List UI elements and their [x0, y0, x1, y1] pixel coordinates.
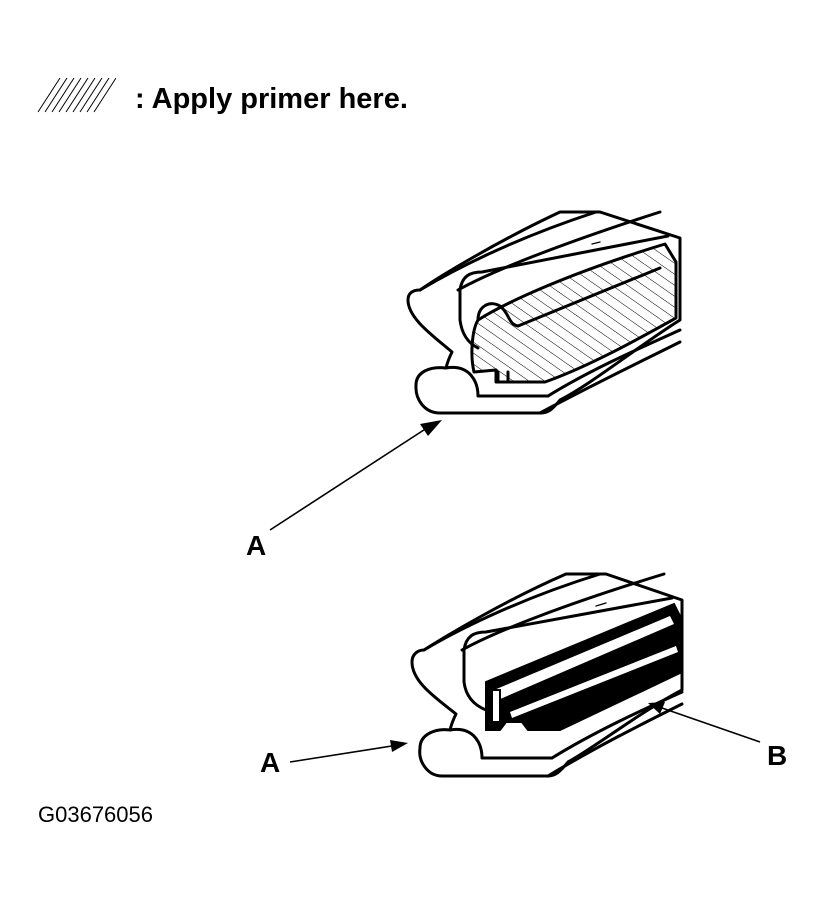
figure-id: G03676056: [38, 802, 153, 827]
lower-callout-b: B: [648, 702, 787, 771]
lower-b-leader-line: [661, 707, 761, 743]
lower-callout-a: A: [260, 740, 408, 778]
hatch-swatch-icon: [37, 77, 116, 113]
upper-primer-area: [470, 242, 678, 384]
upper-label-a: A: [246, 530, 266, 561]
lower-a-arrowhead: [390, 740, 408, 752]
lower-b-arrowhead: [648, 702, 665, 714]
lower-a-leader-line: [289, 745, 393, 763]
lower-label-b: B: [767, 740, 787, 771]
upper-arrowhead: [420, 420, 442, 436]
legend-text: : Apply primer here.: [135, 83, 408, 115]
lower-label-a: A: [260, 747, 280, 778]
lower-molding: [410, 572, 684, 778]
upper-leader-line: [269, 425, 431, 531]
legend: : Apply primer here.: [37, 77, 408, 115]
upper-molding: [406, 210, 682, 415]
upper-callout-a: A: [246, 420, 442, 561]
